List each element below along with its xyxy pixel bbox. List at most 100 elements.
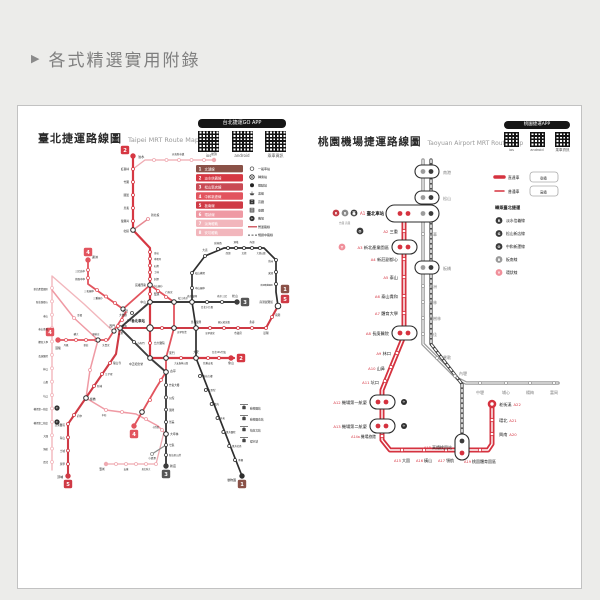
svg-text:環狀線: 環狀線 xyxy=(205,212,216,217)
svg-text:A17: A17 xyxy=(438,459,445,463)
svg-text:西門: 西門 xyxy=(109,324,115,328)
svg-text:小碧潭: 小碧潭 xyxy=(148,456,156,460)
svg-text:江子翠: 江子翠 xyxy=(105,372,113,376)
svg-text:高鐵桃園站: 高鐵桃園站 xyxy=(432,444,452,450)
svg-text:新莊副都心: 新莊副都心 xyxy=(377,256,399,263)
svg-text:淡海輕軌: 淡海輕軌 xyxy=(205,221,219,226)
svg-text:泰山貴和: 泰山貴和 xyxy=(381,293,398,300)
svg-text:板橋: 板橋 xyxy=(90,397,96,401)
svg-text:南港軟體園區: 南港軟體園區 xyxy=(260,283,272,287)
svg-text:2: 2 xyxy=(239,356,243,362)
svg-text:坑口: 坑口 xyxy=(43,394,48,398)
svg-text:唭哩岸: 唭哩岸 xyxy=(154,257,162,261)
svg-text:淡水信義線: 淡水信義線 xyxy=(205,176,223,181)
svg-text:機場: 機場 xyxy=(258,216,264,221)
svg-text:葫洲: 葫洲 xyxy=(268,259,273,263)
svg-text:4: 4 xyxy=(132,432,136,438)
svg-text:✈: ✈ xyxy=(403,400,406,404)
svg-text:✈: ✈ xyxy=(251,217,254,221)
svg-text:萬芳醫院: 萬芳醫院 xyxy=(226,430,236,434)
svg-text:台北橋: 台北橋 xyxy=(127,318,135,322)
qr-code-android xyxy=(231,131,253,152)
svg-text:✈: ✈ xyxy=(56,406,59,410)
svg-text:關渡: 關渡 xyxy=(124,193,130,197)
svg-text:A1: A1 xyxy=(360,211,366,216)
svg-text:大直: 大直 xyxy=(202,248,208,252)
svg-text:長庚醫院: 長庚醫院 xyxy=(38,354,48,358)
qr-code-info xyxy=(555,132,570,147)
svg-text:松山新店線: 松山新店線 xyxy=(205,185,223,190)
svg-text:新店: 新店 xyxy=(170,463,176,468)
arrow-icon: ▶ xyxy=(31,52,42,65)
svg-text:中山: 中山 xyxy=(140,300,146,304)
svg-text:雙連: 雙連 xyxy=(154,292,160,296)
svg-text:台北101/世貿: 台北101/世貿 xyxy=(212,350,226,354)
svg-text:機場第一航廈: 機場第一航廈 xyxy=(342,399,367,406)
svg-text:竹圍: 竹圍 xyxy=(124,180,130,184)
svg-text:端點站: 端點站 xyxy=(258,182,267,187)
svg-text:山佳: 山佳 xyxy=(429,331,437,337)
book-spread-page: 臺北捷運路線圖 Taipei MRT Route Map 台北捷運GO APP … xyxy=(17,105,582,589)
svg-text:中和: 中和 xyxy=(102,413,107,417)
taoyuan-map-title-en: Taoyuan Airport MRT Route Map xyxy=(427,140,524,147)
svg-text:Y: Y xyxy=(497,271,501,275)
svg-text:✈: ✈ xyxy=(56,420,59,424)
qr-label: android xyxy=(234,153,250,158)
svg-text:環狀線: 環狀線 xyxy=(506,270,518,275)
svg-text:迴龍: 迴龍 xyxy=(55,346,61,350)
svg-text:O: O xyxy=(498,245,501,249)
svg-text:新北投: 新北投 xyxy=(151,213,160,217)
svg-text:大園: 大園 xyxy=(402,457,410,463)
taoyuan-map-title: 桃園機場捷運路線圖 Taoyuan Airport MRT Route Map xyxy=(318,134,523,149)
svg-text:三和國中: 三和國中 xyxy=(84,289,95,293)
svg-text:A10: A10 xyxy=(368,366,376,371)
svg-text:A4: A4 xyxy=(371,257,377,262)
svg-text:機場第二航廈: 機場第二航廈 xyxy=(34,421,49,425)
svg-text:A6: A6 xyxy=(375,294,381,299)
svg-text:紅樹林: 紅樹林 xyxy=(121,167,129,171)
svg-text:文德: 文德 xyxy=(242,251,247,255)
taipei-map-title-en: Taipei MRT Route Map xyxy=(128,136,200,144)
svg-text:東湖: 東湖 xyxy=(268,271,273,275)
svg-text:2: 2 xyxy=(123,148,127,154)
svg-text:劍潭: 劍潭 xyxy=(154,277,159,281)
svg-text:南樹林: 南樹林 xyxy=(429,315,441,321)
svg-text:Y: Y xyxy=(340,245,344,249)
svg-text:安坑輕軌: 安坑輕軌 xyxy=(205,230,219,235)
svg-text:轉乘站: 轉乘站 xyxy=(258,174,267,179)
svg-text:十四張: 十四張 xyxy=(152,425,160,429)
svg-text:市政府: 市政府 xyxy=(234,331,242,335)
svg-text:土城: 土城 xyxy=(60,449,66,453)
svg-text:機場旅館: 機場旅館 xyxy=(361,434,376,439)
svg-text:坑口: 坑口 xyxy=(371,379,379,386)
qr-code-info xyxy=(265,131,286,152)
svg-text:台北車站: 台北車站 xyxy=(131,318,145,323)
svg-text:A13: A13 xyxy=(333,424,341,429)
svg-text:永寧: 永寧 xyxy=(60,462,66,466)
svg-text:古亭: 古亭 xyxy=(170,368,176,373)
svg-text:7: 7 xyxy=(199,221,202,226)
svg-text:橫山: 橫山 xyxy=(424,457,432,463)
svg-text:大湖公園: 大湖公園 xyxy=(257,251,266,255)
svg-text:A9: A9 xyxy=(376,351,382,356)
qr-code-ios xyxy=(504,132,519,147)
svg-text:忠孝敦化: 忠孝敦化 xyxy=(205,331,215,335)
svg-text:徐匯中學: 徐匯中學 xyxy=(75,277,86,281)
svg-text:中和新蘆線: 中和新蘆線 xyxy=(205,194,223,199)
svg-text:台北小巨蛋: 台北小巨蛋 xyxy=(201,305,214,309)
svg-text:6: 6 xyxy=(199,212,202,217)
svg-text:老街溪: 老街溪 xyxy=(499,401,512,408)
svg-text:鶯歌: 鶯歌 xyxy=(443,354,451,360)
svg-text:5: 5 xyxy=(283,297,287,303)
svg-text:A11: A11 xyxy=(362,380,370,385)
svg-text:A3: A3 xyxy=(358,245,364,250)
svg-text:亞東醫院: 亞東醫院 xyxy=(55,423,66,427)
svg-text:士林: 士林 xyxy=(154,270,159,274)
svg-text:象山: 象山 xyxy=(228,360,234,365)
svg-text:大坪林: 大坪林 xyxy=(170,432,179,436)
svg-text:楊梅: 楊梅 xyxy=(526,389,534,395)
svg-text:新北產業園區: 新北產業園區 xyxy=(364,244,389,251)
svg-text:R: R xyxy=(335,211,338,215)
svg-text:三重國小: 三重國小 xyxy=(93,296,104,300)
